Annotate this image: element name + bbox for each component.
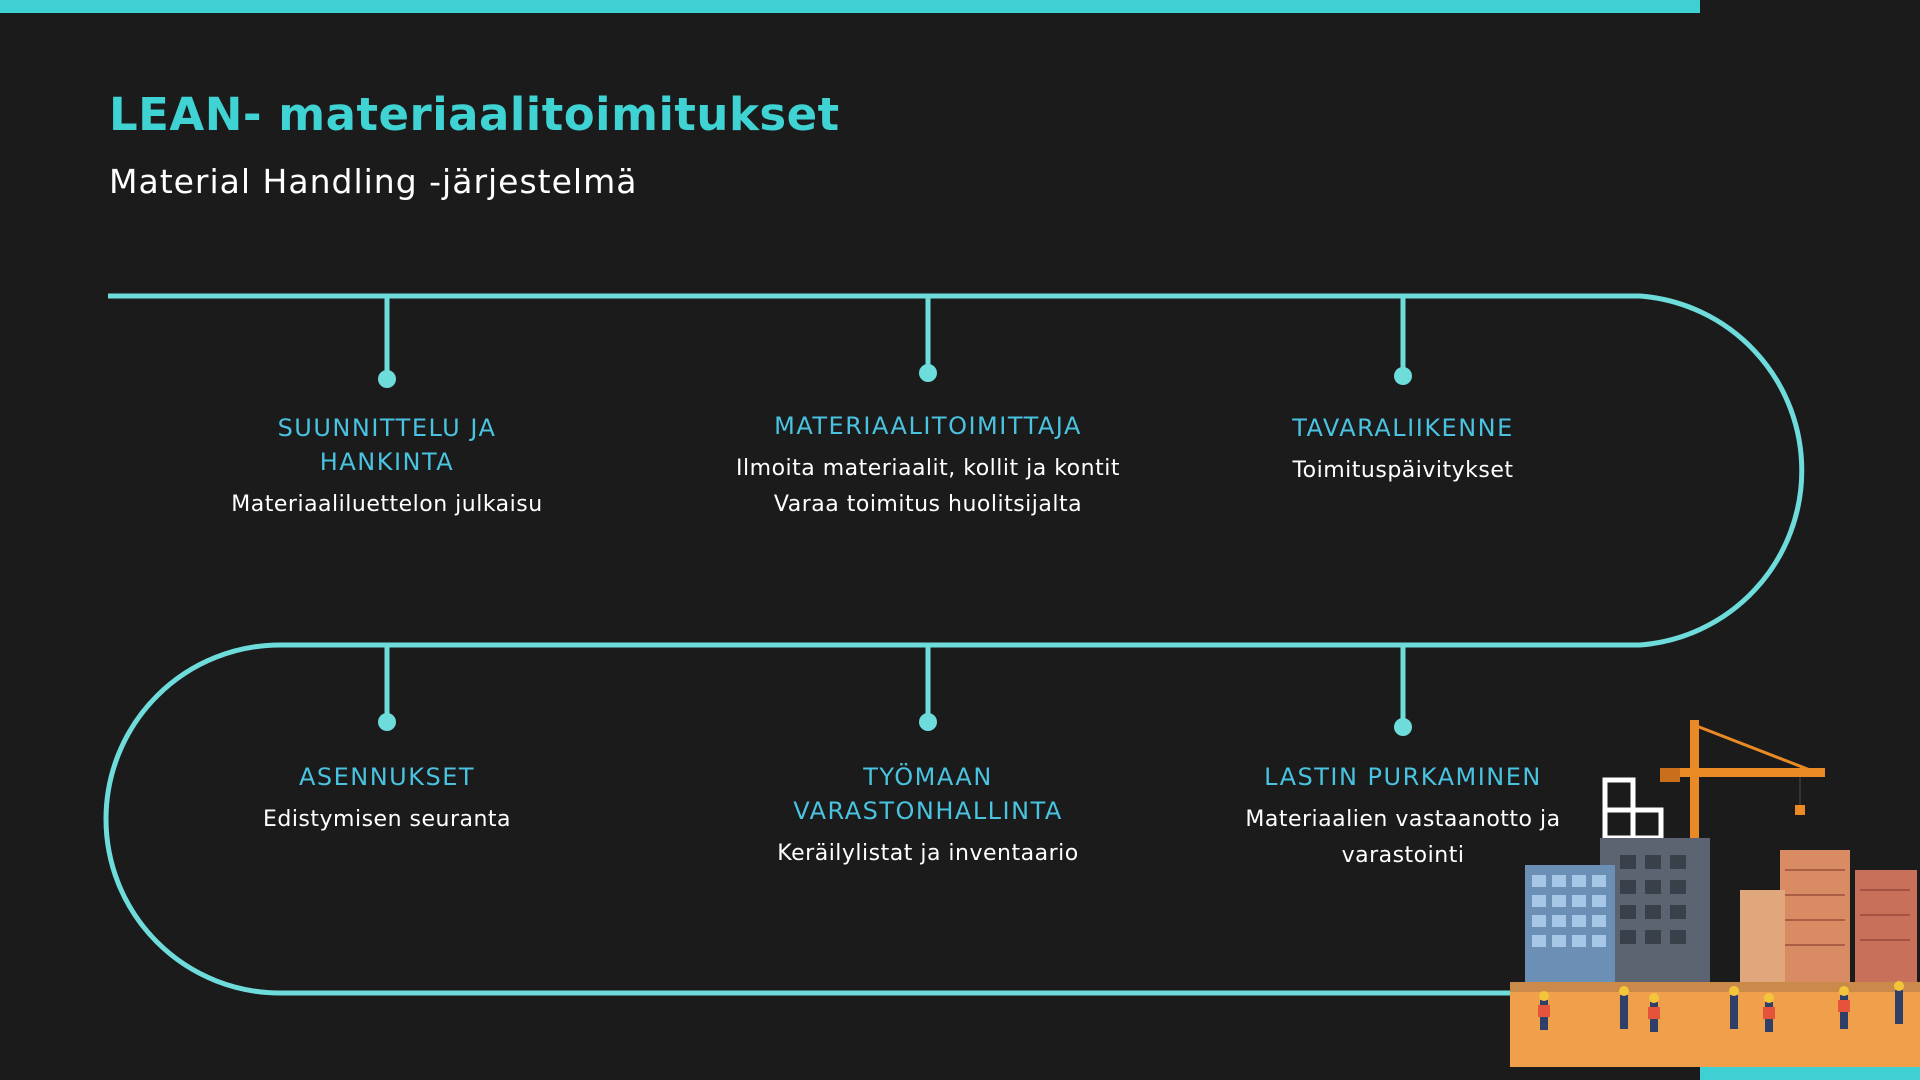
step-description: Ilmoita materiaalit, kollit ja kontit bbox=[736, 456, 1120, 481]
step-description: Keräilylistat ja inventaario bbox=[777, 841, 1079, 866]
step-heading: LASTIN PURKAMINEN bbox=[1264, 763, 1542, 791]
track-path bbox=[103, 293, 1805, 996]
ground bbox=[1510, 982, 1920, 1067]
step-node bbox=[919, 364, 937, 382]
step-heading: SUUNNITTELU JA HANKINTA bbox=[277, 414, 497, 476]
step-node bbox=[1394, 367, 1412, 385]
step-planning: SUUNNITTELU JA HANKINTA Materiaaliluette… bbox=[147, 411, 627, 523]
step-description: Materiaaliluettelon julkaisu bbox=[231, 492, 543, 517]
page-title: LEAN- materiaalitoimitukset bbox=[109, 88, 840, 141]
step-supplier: MATERIAALITOIMITTAJA Ilmoita materiaalit… bbox=[688, 409, 1168, 523]
step-node bbox=[378, 370, 396, 388]
step-site-warehouse: TYÖMAAN VARASTONHALLINTA Keräilylistat j… bbox=[688, 760, 1168, 872]
step-heading: TAVARALIIKENNE bbox=[1292, 414, 1514, 442]
bottom-accent-bar bbox=[1700, 1067, 1920, 1080]
top-accent-bar bbox=[0, 0, 1700, 13]
step-node bbox=[919, 713, 937, 731]
step-description: Varaa toimitus huolitsijalta bbox=[773, 492, 1083, 517]
step-heading: MATERIAALITOIMITTAJA bbox=[774, 412, 1082, 440]
step-description: Materiaalien vastaanotto ja varastointi bbox=[1245, 807, 1561, 868]
step-node bbox=[1394, 718, 1412, 736]
step-description: Toimituspäivitykset bbox=[1292, 458, 1514, 483]
construction-site-illustration bbox=[1510, 720, 1920, 1067]
step-unloading: LASTIN PURKAMINEN Materiaalien vastaanot… bbox=[1163, 760, 1643, 874]
page-subtitle: Material Handling -järjestelmä bbox=[109, 162, 638, 201]
step-installations: ASENNUKSET Edistymisen seuranta bbox=[147, 760, 627, 838]
workers-icon bbox=[1538, 981, 1904, 1032]
step-freight: TAVARALIIKENNE Toimituspäivitykset bbox=[1163, 411, 1643, 489]
step-node bbox=[378, 713, 396, 731]
scaffold-icon bbox=[1602, 777, 1664, 841]
step-heading: TYÖMAAN VARASTONHALLINTA bbox=[793, 763, 1063, 825]
step-description: Edistymisen seuranta bbox=[262, 807, 512, 832]
step-heading: ASENNUKSET bbox=[298, 763, 476, 791]
